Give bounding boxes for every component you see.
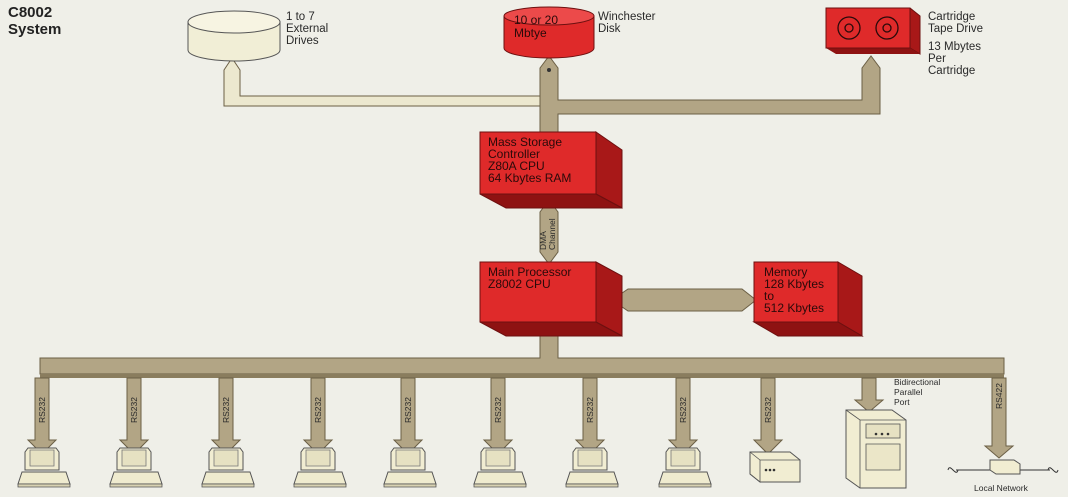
port-label: RS232 bbox=[763, 397, 773, 423]
main-bus bbox=[39, 333, 1005, 375]
main-processor bbox=[479, 261, 623, 337]
terminal-icon bbox=[473, 447, 527, 488]
terminal-icon bbox=[201, 447, 255, 488]
memory-bus bbox=[611, 288, 757, 312]
port-label: RS232 bbox=[493, 397, 503, 423]
storage-bus bbox=[539, 55, 881, 133]
port-label: RS232 bbox=[313, 397, 323, 423]
bus-drops bbox=[26, 377, 1015, 459]
external-drives bbox=[187, 10, 281, 62]
cartridge-label: Cartridge Tape Drive bbox=[928, 11, 983, 35]
modem-icon bbox=[749, 451, 801, 483]
terminal-icon bbox=[17, 447, 71, 488]
memory-label: Memory 128 Kbytes to 512 Kbytes bbox=[764, 265, 827, 315]
terminals bbox=[17, 447, 712, 488]
terminal-icon bbox=[565, 447, 619, 488]
port-label: RS232 bbox=[403, 397, 413, 423]
port-label: RS232 bbox=[678, 397, 688, 423]
parallel-port-label: Bidirectional Parallel Port bbox=[894, 377, 943, 407]
memory bbox=[752, 261, 864, 337]
port-label: RS232 bbox=[129, 397, 139, 423]
bus-underside bbox=[40, 374, 1004, 378]
port-label: RS422 bbox=[994, 383, 1004, 409]
terminal-icon bbox=[383, 447, 437, 488]
processor-label: Main Processor Z8002 CPU bbox=[488, 265, 575, 291]
cartridge-capacity: 13 Mbytes Per Cartridge bbox=[928, 41, 984, 77]
terminal-icon bbox=[109, 447, 163, 488]
winchester-capacity: 10 or 20 Mbtye bbox=[514, 13, 561, 40]
cartridge-tape-drive bbox=[825, 7, 921, 55]
dma-label: DMA Channel bbox=[538, 218, 557, 250]
tape-reel-icon bbox=[875, 16, 899, 40]
terminal-icon bbox=[658, 447, 712, 488]
controller-label: Mass Storage Controller Z80A CPU 64 Kbyt… bbox=[488, 135, 571, 185]
winchester-disk bbox=[503, 6, 595, 59]
winchester-label: Winchester Disk bbox=[598, 11, 659, 35]
terminal-icon bbox=[293, 447, 347, 488]
port-label: RS232 bbox=[37, 397, 47, 423]
mass-storage-controller bbox=[479, 131, 623, 209]
external-drives-bus bbox=[223, 57, 541, 107]
page-title: C8002 System bbox=[8, 4, 62, 38]
tape-reel-icon bbox=[837, 16, 861, 40]
parallel-printer-icon bbox=[845, 409, 907, 489]
port-labels: RS232 RS232 RS232 RS232 RS232 RS232 RS23… bbox=[37, 383, 1004, 423]
external-drives-label: 1 to 7 External Drives bbox=[286, 11, 331, 47]
network-label: Local Network bbox=[974, 483, 1029, 493]
port-label: RS232 bbox=[585, 397, 595, 423]
local-network-icon bbox=[947, 459, 1059, 475]
port-label: RS232 bbox=[221, 397, 231, 423]
